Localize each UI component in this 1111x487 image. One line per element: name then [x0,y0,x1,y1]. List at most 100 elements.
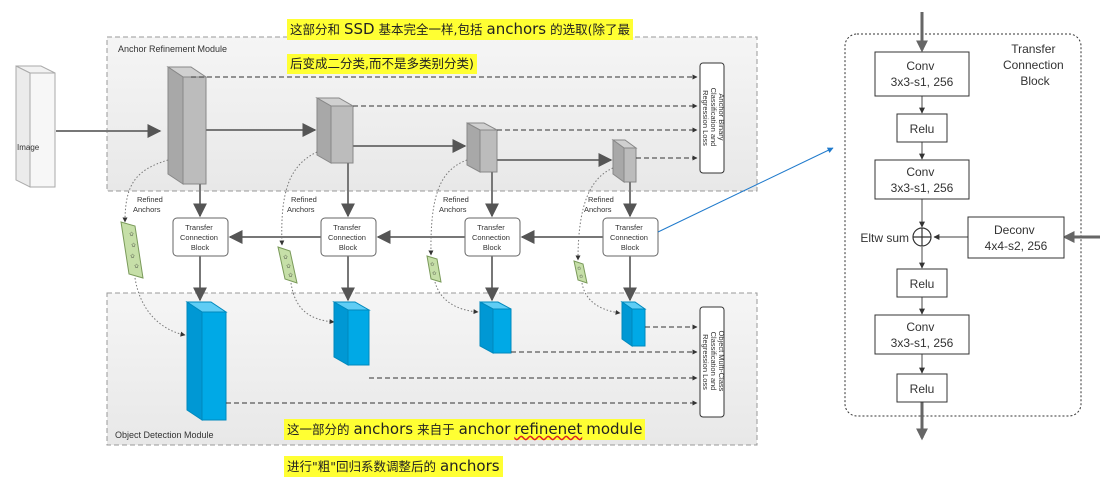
annotation-bottom-line-2: 进行"粗"回归系数调整后的 anchors [284,456,503,477]
detail-relu-1-label: Relu [910,122,935,136]
arm-to-tcb-arrows [193,163,637,218]
annotation-bottom-1-f: module [586,420,643,438]
odm-feature-map-4 [620,301,647,347]
annotation-top-1-b: SSD [343,20,375,38]
svg-text:Transfer Connection: Transfer Connection Block [610,223,650,252]
arm-loss-box [699,62,725,174]
svg-text:✩: ✩ [286,263,291,270]
refined-anchors-4-line-1: Refined [588,195,614,204]
arm-loss-dashed-arrows [191,74,698,161]
tcb-1: Transfer Connection Block [172,217,229,257]
detail-block-title: Transfer Connection Block [1003,42,1067,88]
input-image-block: Image [15,65,56,188]
annotation-bottom-line-1: 这一部分的 anchors 来自于 anchor refinenet modul… [284,419,646,440]
detail-deconv-line-2: 4x4-s2, 256 [985,239,1048,253]
refined-anchors-3-line-2: Anchors [439,205,467,214]
annotation-top-1-e: 的选取(除了最 [546,22,630,37]
arm-feature-map-3 [466,122,498,173]
annotation-top-1-d: anchors [486,20,547,38]
detail-conv-1-line-1: Conv [906,59,934,73]
svg-text:✩: ✩ [131,242,136,249]
svg-text:Conv 3x3-s1, 256: Conv 3x3-s1, 256 [891,59,954,89]
odm-loss-label: Object Multi-Class Classification and Re… [701,331,726,394]
odm-feature-map-1 [185,301,228,421]
detail-conv-1-line-2: 3x3-s1, 256 [891,75,954,89]
detail-conv-2: Conv 3x3-s1, 256 [874,159,970,200]
annotation-bottom-1-d: anchor [458,420,511,438]
svg-text:✩: ✩ [579,274,584,280]
annotation-top-line-2: 后变成二分类,而不是多类别分类) [287,54,477,74]
arm-loss-label: Anchor Binary Classification and Regress… [701,88,726,149]
refined-anchors-2-line-2: Anchors [287,205,315,214]
refined-anchors-1-line-2: Anchors [133,205,161,214]
anchor-patch-3: ✩ ✩ [426,255,442,283]
detail-title-line-1: Transfer [1011,42,1055,56]
tcb-2: Transfer Connection Block [320,217,377,257]
tcb-3-line-3: Block [483,243,502,252]
svg-text:Transfer Connection: Transfer Connection Block [328,223,368,252]
tcb-1-line-3: Block [191,243,210,252]
detail-conv-2-line-1: Conv [906,165,934,179]
tcb-2-line-2: Connection [328,233,366,242]
anchor-patch-1: ✩ ✩ ✩ ✩ [120,221,144,279]
tcb-2-line-3: Block [339,243,358,252]
annotation-top-2: 后变成二分类,而不是多类别分类) [290,56,474,71]
svg-text:✩: ✩ [130,253,135,260]
arm-loss-line-3: Regression Loss [701,90,710,146]
tcb-4-line-1: Transfer [615,223,643,232]
arm-loss-line-1: Anchor Binary [717,93,726,140]
svg-text:Deconv 4x4-s2, 256: Deconv 4x4-s2, 256 [985,223,1048,253]
detail-deconv: Deconv 4x4-s2, 256 [967,216,1065,259]
odm-module-title: Object Detection Module [115,430,214,440]
anchor-to-odm-dotted-paths [134,277,621,337]
tcb-4-line-3: Block [621,243,640,252]
svg-text:Transfer Connection: Transfer Connection Block [180,223,220,252]
odm-feature-map-3 [479,301,512,354]
annotation-bottom-1-b: anchors [353,420,414,438]
detail-flow-arrows [919,96,968,374]
detail-title-line-3: Block [1020,74,1050,88]
annotation-bottom-1-e: refinenet [514,420,583,438]
refined-anchors-4-line-2: Anchors [584,205,612,214]
annotation-bottom-1-a: 这一部分的 [287,422,354,437]
detail-relu-3-label: Relu [910,382,935,396]
arm-module-title: Anchor Refinement Module [118,44,227,54]
arm-feature-map-2 [315,97,355,164]
detail-relu-2: Relu [896,268,948,298]
odm-loss-line-1: Object Multi-Class [717,331,726,392]
detail-eltw-label: Eltw sum [860,231,909,245]
svg-text:Transfer Connection: Transfer Connection Block [472,223,512,252]
annotation-top-1-a: 这部分和 [290,22,344,37]
detail-eltw-sum: Eltw sum [860,227,932,247]
annotation-bottom-2-a: 进行"粗"回归系数调整后的 [287,459,440,474]
svg-text:✩: ✩ [134,263,139,270]
svg-text:✩: ✩ [129,231,134,238]
odm-loss-box [699,306,725,418]
tcb-4-line-2: Connection [610,233,648,242]
tcb-1-line-1: Transfer [185,223,213,232]
annotation-bottom-2-b: anchors [439,457,500,475]
svg-text:✩: ✩ [283,254,288,261]
odm-loss-line-3: Regression Loss [701,334,710,390]
svg-text:✩: ✩ [577,266,582,272]
tcb-1-line-2: Connection [180,233,218,242]
svg-text:✩: ✩ [432,270,437,277]
detail-title-line-2: Connection [1003,58,1064,72]
detail-relu-1: Relu [896,113,948,143]
annotation-top-1-c: 基本完全一样,包括 [374,22,487,37]
detail-conv-3-line-1: Conv [906,320,934,334]
detail-deconv-line-1: Deconv [994,223,1035,237]
refined-anchors-1-line-1: Refined [137,195,163,204]
detail-conv-3-line-2: 3x3-s1, 256 [891,336,954,350]
annotation-top-line-1: 这部分和 SSD 基本完全一样,包括 anchors 的选取(除了最 [287,19,633,40]
detail-conv-2-line-2: 3x3-s1, 256 [891,181,954,195]
tcb-3: Transfer Connection Block [464,217,521,257]
tcb-4: Transfer Connection Block [602,217,659,257]
odm-loss-line-2: Classification and [709,332,718,391]
arm-loss-line-2: Classification and [709,88,718,147]
detail-conv-3: Conv 3x3-s1, 256 [874,314,970,355]
